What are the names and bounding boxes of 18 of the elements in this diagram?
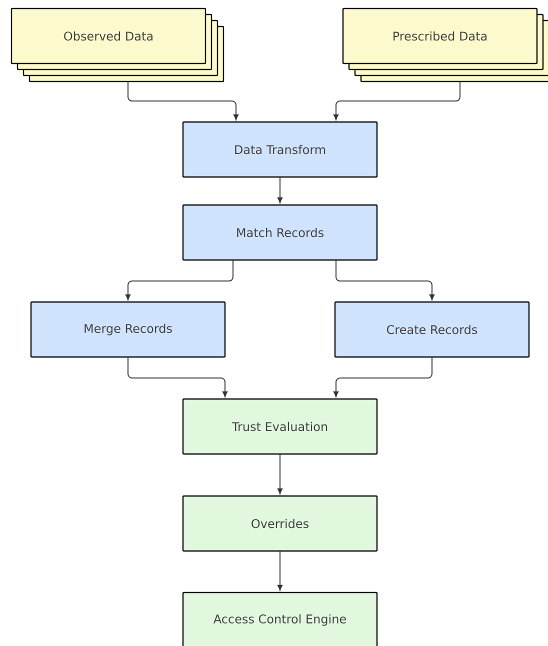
process-box: Overrides [182, 495, 378, 552]
arrow [128, 357, 228, 398]
process-box: Access Control Engine [182, 592, 378, 646]
process-box: Create Records [334, 301, 530, 358]
arrow [336, 260, 435, 300]
arrow [333, 80, 460, 120]
arrow [125, 260, 234, 300]
arrow [277, 551, 283, 591]
process-box: Merge Records [30, 301, 226, 358]
process-box: Trust Evaluation [182, 398, 378, 455]
arrow [128, 80, 239, 120]
arrow [277, 454, 283, 494]
arrow [333, 357, 432, 398]
stacked-document-box: Prescribed Data [342, 8, 548, 82]
process-box: Match Records [182, 204, 378, 261]
stacked-document-box: Observed Data [10, 8, 224, 82]
process-box: Data Transform [182, 121, 378, 178]
arrow [277, 177, 283, 204]
